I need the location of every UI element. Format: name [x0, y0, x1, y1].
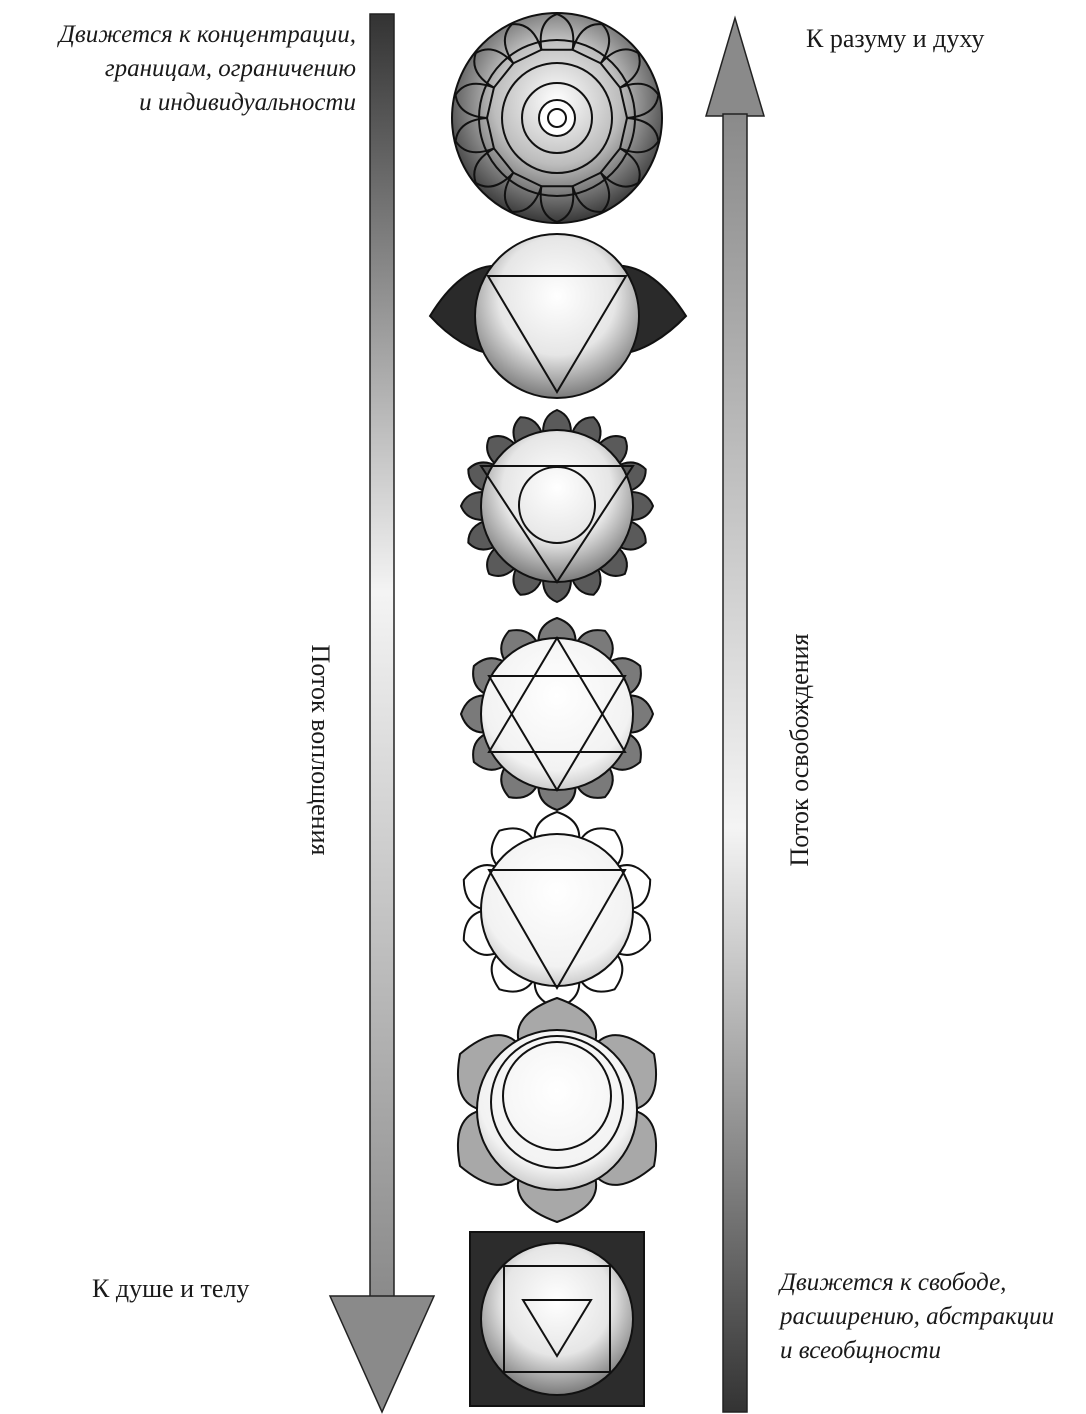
incarnation-arrow [330, 14, 434, 1412]
liberation-arrow [706, 18, 764, 1412]
sacral-chakra-icon [458, 998, 656, 1222]
third-eye-chakra-icon [430, 234, 686, 398]
heart-chakra-icon [461, 618, 653, 810]
throat-chakra-icon [461, 410, 653, 602]
solar-plexus-chakra-icon [464, 812, 650, 1008]
root-chakra-icon [470, 1232, 644, 1406]
crown-chakra-icon [452, 13, 662, 223]
